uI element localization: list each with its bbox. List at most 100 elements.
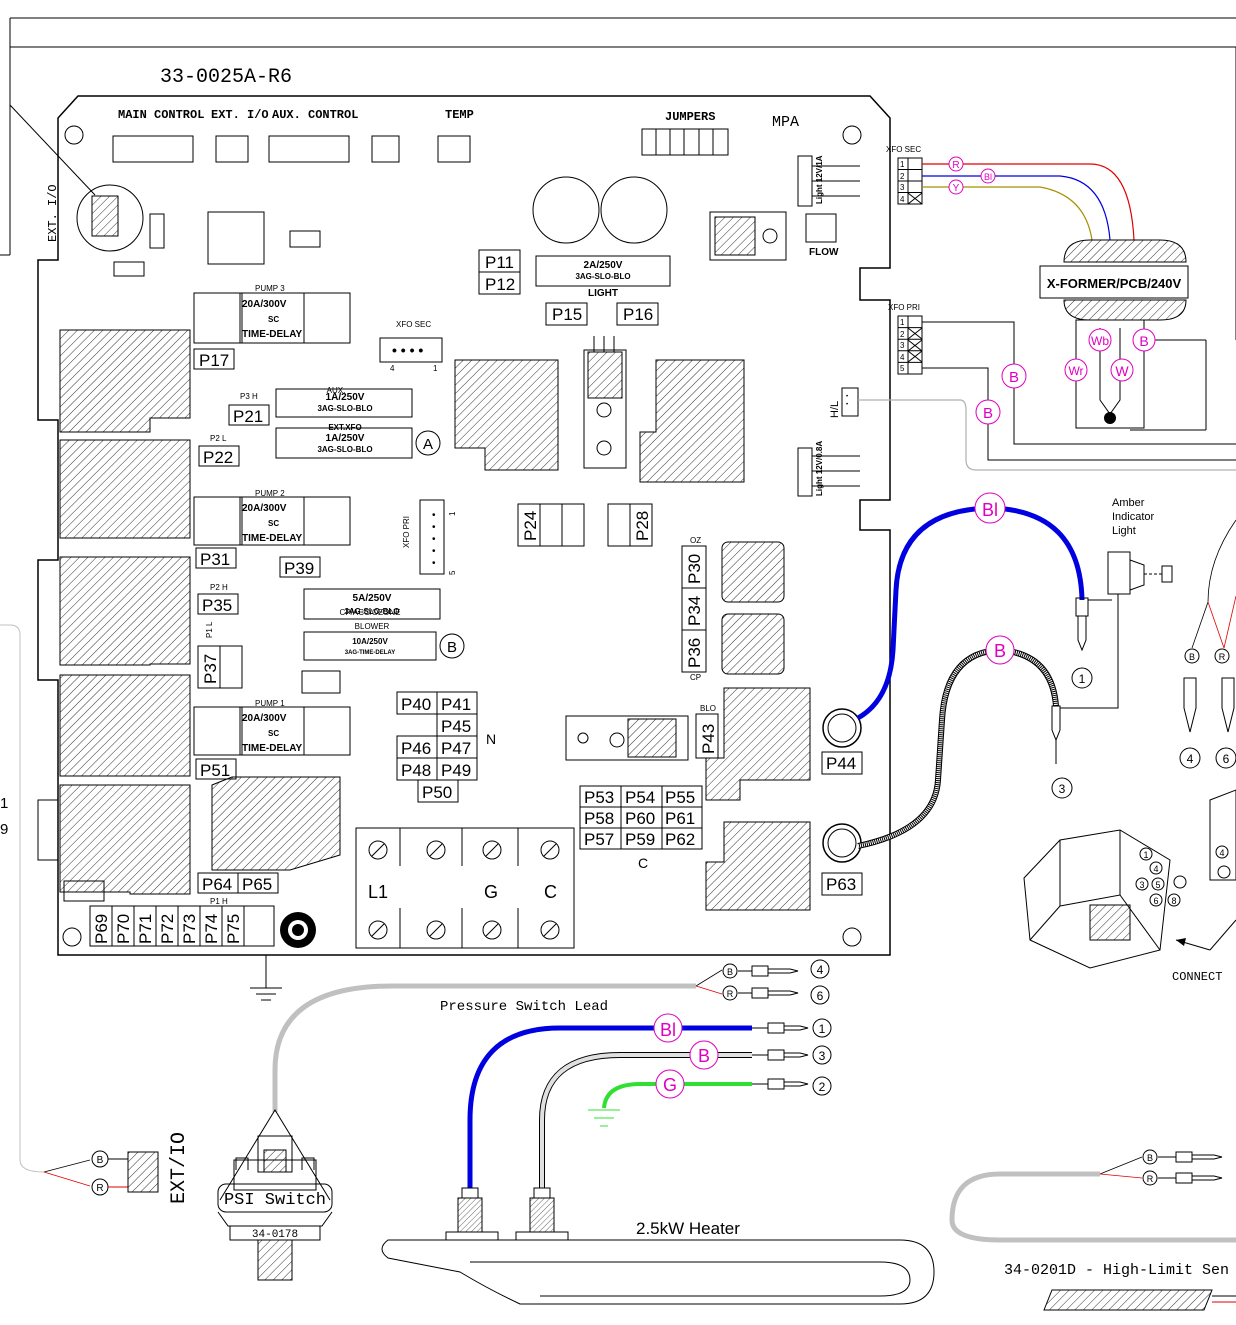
transformer-body xyxy=(1039,239,1189,321)
wire-tag-y-label: Y xyxy=(953,183,960,194)
wire-tag-y xyxy=(948,179,964,195)
wire-tag-b1-label: B xyxy=(1139,333,1148,349)
ext-io-label: EXT. I/O xyxy=(46,184,60,242)
pin-p22 xyxy=(198,445,240,467)
xfo-sec-pin-3: 3 xyxy=(900,183,905,192)
xfo-pri-pin-4: 4 xyxy=(900,353,905,362)
psi-tag-b xyxy=(722,963,738,979)
terminal-4 xyxy=(1183,677,1197,733)
svg-text:• • • •: • • • • xyxy=(392,342,423,358)
pump2-fuse xyxy=(239,496,305,546)
p2h-label: P2 H xyxy=(210,583,228,592)
heater-tag-g-label: G xyxy=(663,1075,677,1095)
right-tag-r-label: R xyxy=(1219,652,1226,662)
marker-b-label: B xyxy=(447,639,457,656)
pump2-rating: 20A/300V xyxy=(242,503,287,514)
cp-fuse-rating: 5A/250V xyxy=(353,593,392,604)
xfo-sec-board-connector xyxy=(379,337,443,363)
light-fuse xyxy=(535,255,671,287)
pin-p17 xyxy=(193,348,235,370)
terminal-c: C xyxy=(544,882,557,902)
light-fuse-rating: 2A/250V xyxy=(584,260,623,271)
pin-p65-label: P65 xyxy=(242,875,272,894)
marker-a xyxy=(415,430,441,456)
spade-terminal xyxy=(738,965,799,999)
p63-socket xyxy=(822,823,862,863)
c-label: C xyxy=(638,855,648,871)
pin-p44-label: P44 xyxy=(826,754,856,773)
light-12v-08a-label: Light 12V/0.8A xyxy=(815,441,824,496)
header-main-control: MAIN CONTROL xyxy=(118,108,204,122)
pin-p22-label: P22 xyxy=(203,448,233,467)
pri-wire-5 xyxy=(922,367,1236,461)
svg-text:•: • xyxy=(432,546,436,557)
relay-block xyxy=(705,821,811,911)
regulator-body xyxy=(714,216,756,256)
blo-label: BLO xyxy=(700,704,716,713)
extxfo-rating: 1A/250V xyxy=(326,433,365,444)
heater-label: 2.5kW Heater xyxy=(636,1219,740,1238)
ext-io-wire xyxy=(19,635,45,1173)
pin-p12-label: P12 xyxy=(485,275,515,294)
pin-p71-label: P71 xyxy=(136,914,155,944)
wire-tag-wb xyxy=(1088,328,1112,352)
xfo-pri-board-connector xyxy=(419,499,445,575)
pin-p16 xyxy=(616,302,659,326)
pin-p45-label: P45 xyxy=(441,717,471,736)
pump2-relay xyxy=(59,556,191,666)
pin-p21-label: P21 xyxy=(233,407,263,426)
pin-p60-label: P60 xyxy=(625,809,655,828)
terminal-6 xyxy=(1221,677,1235,733)
plug-pin-8: 8 xyxy=(1171,896,1176,906)
hl-tag-r-label: R xyxy=(1147,1174,1154,1184)
capacitor xyxy=(532,176,600,244)
pump1-sc: SC xyxy=(268,729,279,738)
terminal-block xyxy=(355,827,575,949)
pin-p59-label: P59 xyxy=(625,830,655,849)
pin-p70-label: P70 xyxy=(114,914,133,944)
component xyxy=(289,230,321,248)
p1l-label: P1 L xyxy=(205,621,214,638)
wire-tag-b2-label: B xyxy=(1009,369,1019,386)
blue-heater-wire-top xyxy=(856,505,1085,721)
cp-acc-ozone-fuse xyxy=(303,588,441,620)
plug-pin-4: 4 xyxy=(1153,864,1158,874)
light-connector-08a xyxy=(797,447,813,497)
xfo-sec-pin1: 1 xyxy=(433,364,438,373)
pin-block-c xyxy=(579,785,703,850)
oz-label: OZ xyxy=(690,536,701,545)
high-limit-lead xyxy=(949,1171,1236,1243)
heater-element xyxy=(381,1187,935,1305)
left-edge-1: 1 xyxy=(0,795,8,812)
wire-tag-bl-top xyxy=(974,492,1006,524)
xfo-pri-pin-3: 3 xyxy=(900,341,905,350)
callout-3-circle xyxy=(812,1045,832,1065)
drawing-number: 33-0025A-R6 xyxy=(160,66,292,89)
cp-fuse-name: CP/ACC/OZONE xyxy=(340,608,401,617)
plug-pin-1: 1 xyxy=(1143,850,1148,860)
blower-relay xyxy=(705,687,811,801)
amber-label-1: Amber xyxy=(1112,497,1145,509)
callout-3-circle xyxy=(1051,777,1073,799)
header-jumpers: JUMPERS xyxy=(665,110,715,124)
ext-tag-r-label: R xyxy=(96,1183,103,1194)
pump3-rating: 20A/300V xyxy=(242,299,287,310)
black-heater-lead-inner xyxy=(540,1053,752,1188)
pin-p61-label: P61 xyxy=(665,809,695,828)
pin-p28-label: P28 xyxy=(633,511,652,541)
pin-p51 xyxy=(195,758,237,780)
regulator xyxy=(565,715,689,761)
svg-text:•: • xyxy=(846,402,848,408)
callout-1-circle xyxy=(1071,667,1093,689)
wire-tag-r-label: R xyxy=(952,160,959,171)
regulator-hole xyxy=(762,228,778,244)
black-heater-lead xyxy=(539,1052,752,1188)
callout-6: 6 xyxy=(817,989,824,1003)
heater-tag-g xyxy=(655,1069,685,1099)
wire-tag-wr xyxy=(1064,358,1088,382)
amber-indicator-light xyxy=(1060,551,1173,709)
pin-p24-label: P24 xyxy=(521,511,540,541)
xfo-sec-pin-4: 4 xyxy=(900,195,905,204)
xfo-pri-pin-5: 5 xyxy=(900,364,905,373)
hl-wire xyxy=(858,399,1236,471)
